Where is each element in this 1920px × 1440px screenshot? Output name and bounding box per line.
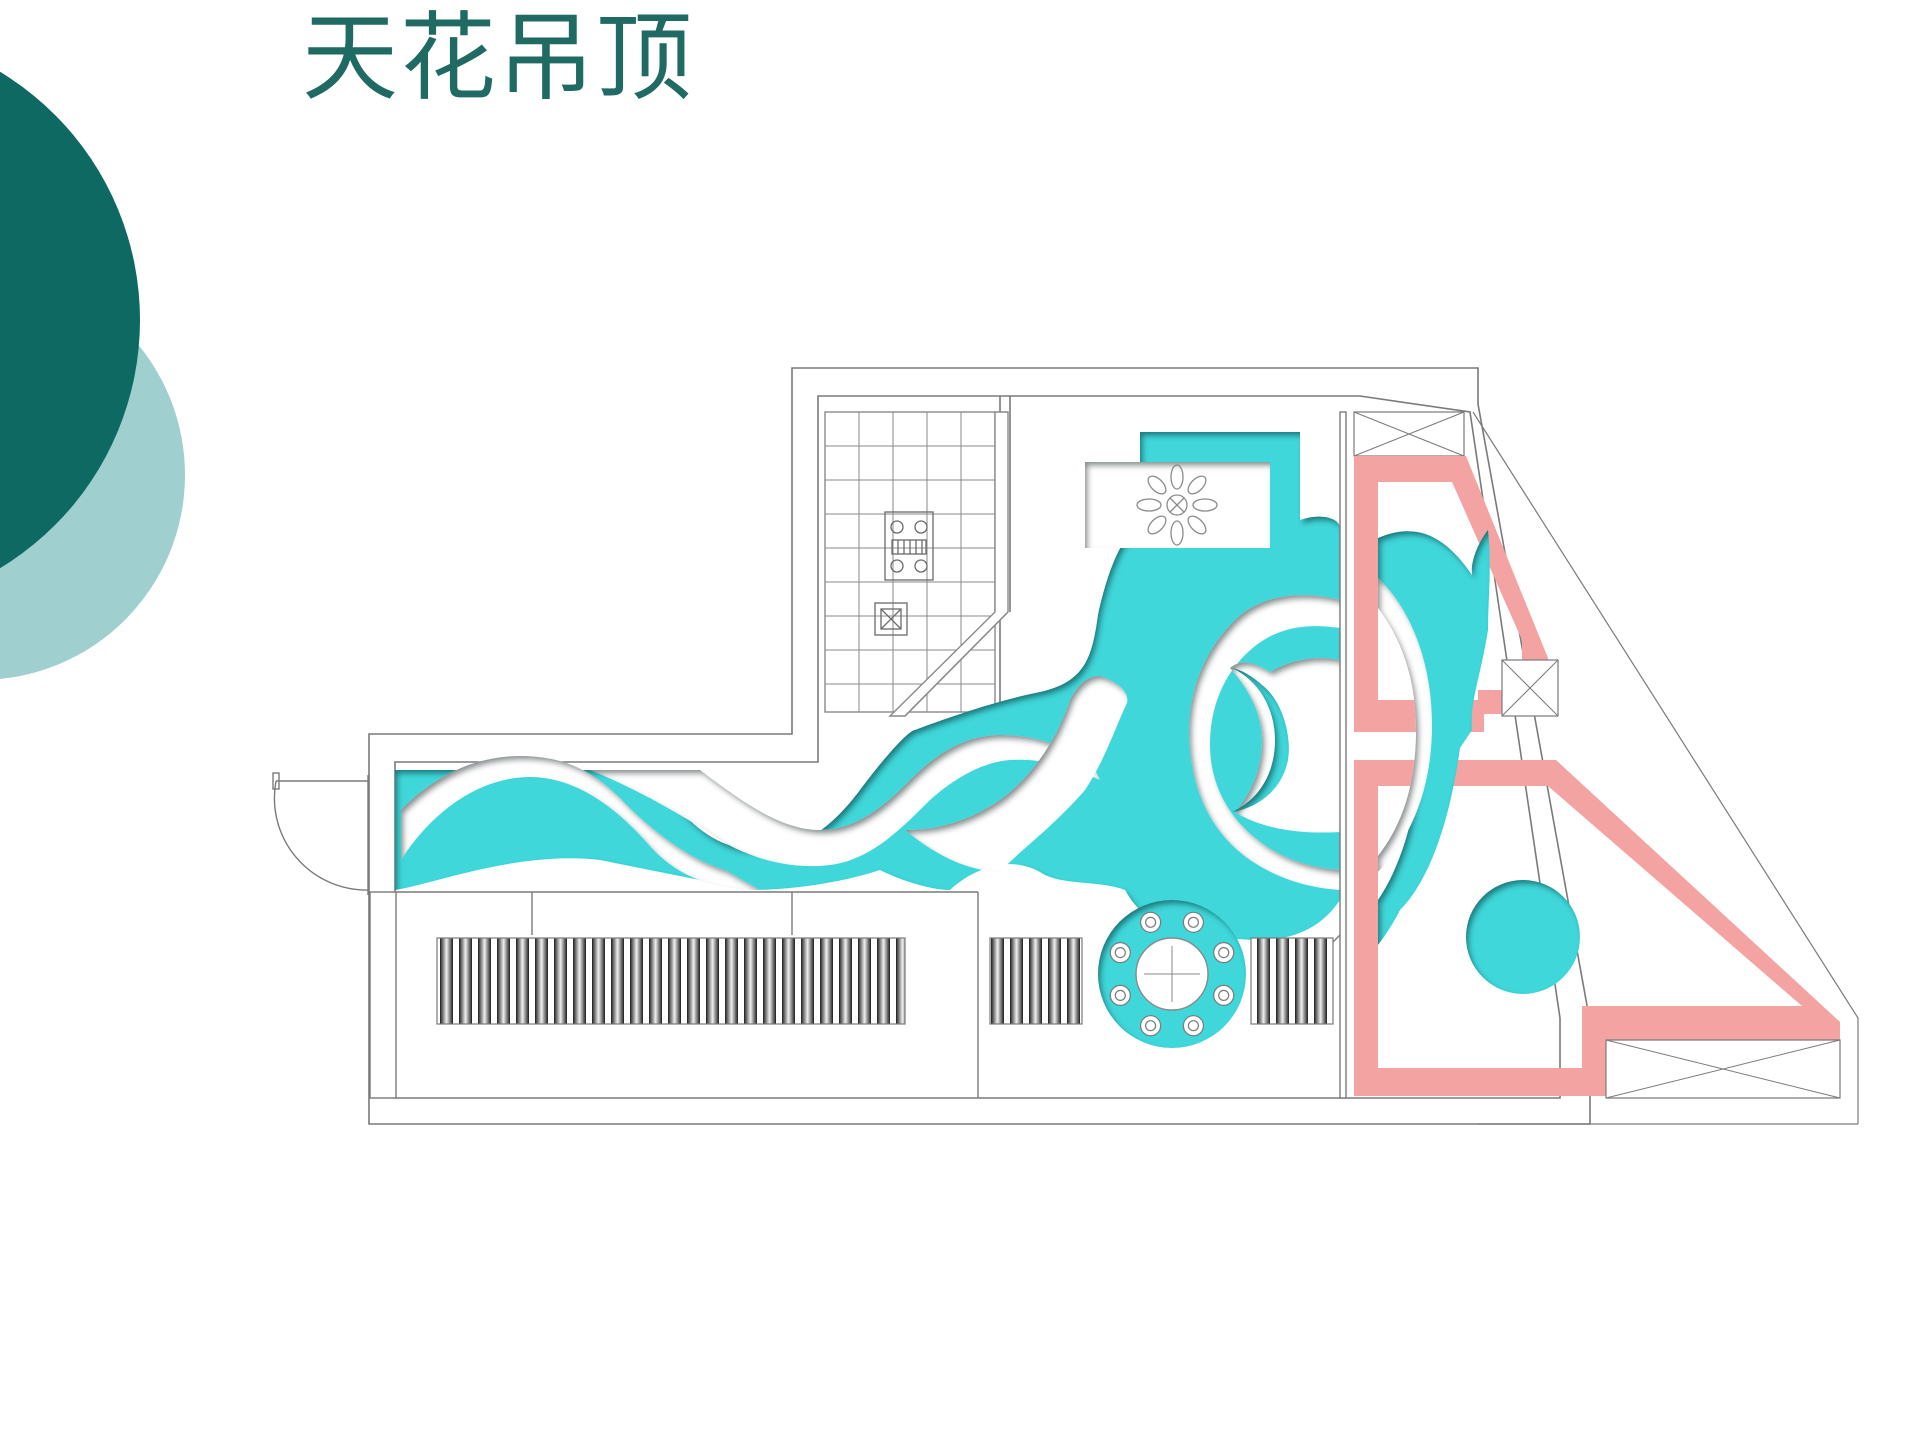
right-rooms (1339, 411, 1859, 1125)
cooktop-icon (884, 511, 934, 581)
lower-room (369, 891, 1341, 1099)
slat-ceiling-right (989, 937, 1083, 1025)
pendant-lamp-bulb-icon (1144, 1020, 1157, 1032)
decorative-circle-dark (0, 71, 140, 569)
pendant-lamp-bulb-icon (1187, 916, 1200, 928)
entry-door (272, 772, 369, 895)
chandelier-icon (1136, 464, 1218, 546)
living-ceiling-soffit (395, 432, 1341, 940)
slat-ceiling-left (436, 937, 906, 1025)
pendant-lamp-bulb-icon (1114, 946, 1126, 959)
round-recess-bedroom (1466, 880, 1580, 994)
pendant-lamp-bulb-icon (1187, 1020, 1200, 1032)
slide-title: 天花吊顶 (302, 2, 694, 114)
sink-icon (874, 602, 908, 636)
recessed-border-lower (1354, 760, 1840, 1096)
slat-ceiling (436, 937, 1334, 1025)
round-chandelier-icon (1098, 900, 1246, 1048)
pendant-lamp-bulb-icon (1144, 916, 1157, 928)
pendant-lamp-bulb-icon (1218, 946, 1230, 959)
kitchen (824, 411, 1009, 717)
pendant-lamp-bulb-icon (1218, 989, 1230, 1002)
pendant-lamp-bulb-icon (1114, 989, 1126, 1002)
